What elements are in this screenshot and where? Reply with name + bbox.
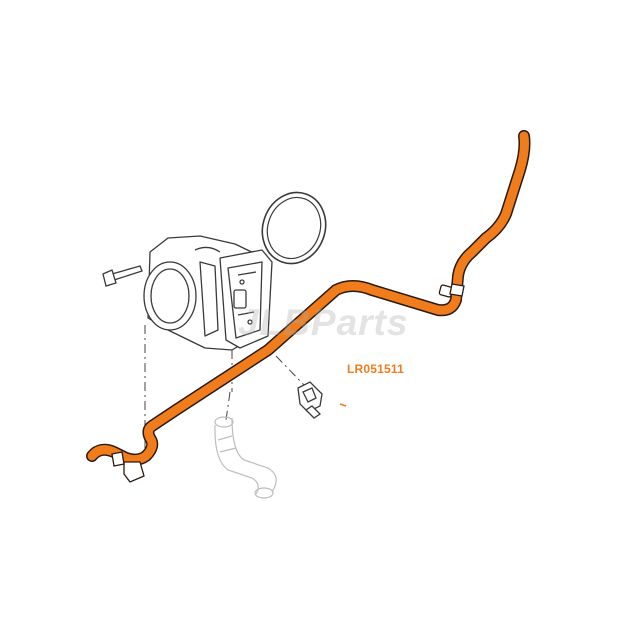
hose-clip bbox=[297, 381, 323, 419]
label-leader bbox=[339, 403, 347, 407]
hose-end-connector bbox=[111, 451, 145, 483]
bolt bbox=[102, 265, 143, 287]
part-number-label: LR051511 bbox=[347, 362, 404, 376]
watermark: JLBParts bbox=[238, 302, 409, 343]
gasket-ring bbox=[261, 191, 327, 265]
throttle-body bbox=[143, 235, 273, 351]
ghost-pipe bbox=[214, 416, 277, 499]
hose-assembly bbox=[86, 130, 531, 483]
hose-clamp bbox=[438, 283, 465, 298]
